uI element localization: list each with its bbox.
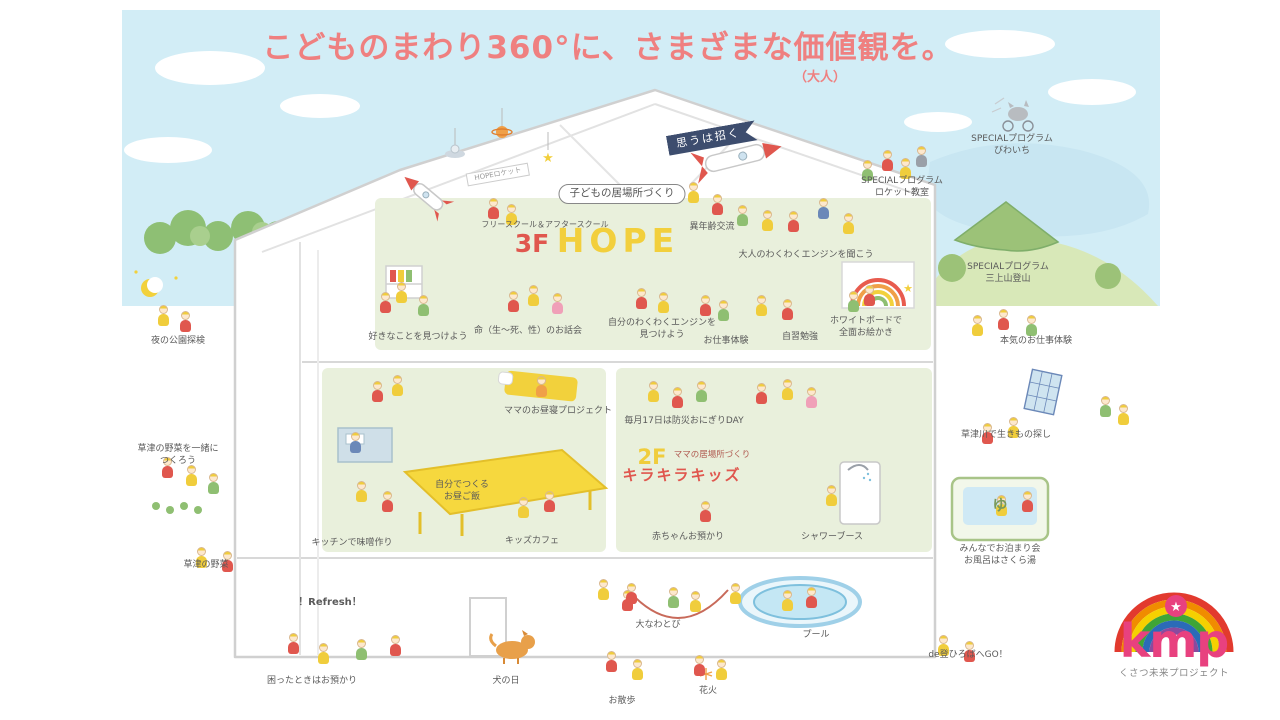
label-refresh: ！Refresh！ [298, 597, 362, 608]
moon-icon [134, 270, 178, 297]
floor3-badge: 子どもの居場所づくり [558, 184, 686, 204]
vegetable-row [152, 502, 202, 514]
star-icon: ★ [1170, 600, 1182, 615]
label-jibun-gohan: 自分でつくる お昼ご飯 [435, 480, 489, 502]
label-inenrei: 異年齢交流 [689, 222, 735, 232]
label-kitchen-miso: キッチンで味噌作り [311, 538, 393, 548]
dog-icon [489, 630, 535, 664]
hanging-decorations: ★ [445, 108, 554, 166]
label-bousai: 毎月17日は防災おにぎりDAY [624, 416, 744, 426]
special-program-rocket: SPECIALプログラム ロケット教室 [861, 176, 943, 198]
rainbow-drawing: ★ [841, 261, 915, 309]
label-sukina-koto: 好きなことを見つけよう [368, 332, 468, 342]
special-program-biwaichi: SPECIALプログラム びわいち [971, 134, 1053, 156]
floor3-number: 3F [514, 229, 550, 258]
label-shower: シャワーブース [800, 532, 864, 542]
sparkler-icon [699, 668, 713, 680]
lake [926, 143, 1150, 237]
kmp-star-badge [1165, 595, 1187, 617]
poster-title: こどものまわり360°に、さまざまな価値観を。 [262, 30, 954, 66]
clouds [124, 30, 1136, 163]
label-jibun-engine: 自分のわくわくエンジンを 見つけよう [607, 318, 717, 340]
mountain-mikami [953, 201, 1060, 252]
label-jishu: 自習勉強 [781, 332, 819, 342]
hill-right [918, 237, 1158, 306]
label-pool: プール [802, 630, 830, 640]
label-inochi: 命（生～死、性）のお話会 [473, 326, 583, 336]
special-program-mikami: SPECIALプログラム 三上山登山 [967, 262, 1049, 284]
kitchen-counter [337, 427, 393, 463]
label-hanabi: 花火 [698, 686, 718, 696]
floor2-name: キラキラキッズ [622, 466, 742, 484]
pool [738, 576, 862, 628]
label-kusatsugawa: 草津川で生きもの探し [960, 430, 1052, 440]
bookshelf [385, 265, 423, 299]
floor3-subtitle: フリースクール＆アフタースクール [481, 220, 609, 229]
label-honki: 本気のお仕事体験 [999, 336, 1073, 346]
kmp-logo-text: kmp [1119, 614, 1229, 668]
label-mama-hirune: ママのお昼寝プロジェクト [503, 406, 613, 416]
floor2-subtitle: ママの居場所づくり [673, 450, 751, 460]
label-kids-cafe: キッズカフェ [504, 536, 560, 546]
label-yoru-koen: 夜の公園探検 [150, 336, 206, 346]
label-otona-engine: 大人のわくわくエンジンを聞こう [738, 250, 874, 260]
rocket-left-icon [404, 176, 455, 222]
label-yu-sign: ゆ [992, 496, 1008, 514]
label-yasai-issho: 草津の野菜を一緒に つくろう [137, 444, 219, 466]
label-inu-no-hi: 犬の日 [492, 676, 520, 686]
shower-booth [839, 461, 881, 525]
floor2-number: 2F [637, 445, 667, 469]
label-oshigoto: お仕事体験 [703, 336, 749, 346]
rocket-right-icon [690, 142, 782, 184]
poster-title-note: （大人） [793, 70, 847, 85]
svg-text:★: ★ [903, 282, 913, 295]
label-osanpo: お散歩 [608, 696, 636, 706]
label-oonawatobi: 大なわとび [635, 620, 681, 630]
label-akachan: 赤ちゃんお預かり [651, 532, 725, 542]
fishing-net-icon [1023, 368, 1063, 416]
label-whiteboard: ホワイトボードで 全面お絵かき [829, 316, 903, 338]
label-nobori: de登ひろばへGO！ [928, 650, 1008, 660]
kmp-logo-rainbow: ★ [1114, 592, 1234, 669]
dining-table [402, 448, 609, 536]
label-komatta: 困ったときはお預かり [266, 676, 358, 686]
kmp-logo-tagline: くさつ未来プロジェクト [1118, 668, 1230, 679]
jump-rope [627, 589, 729, 619]
label-otomari: みんなでお泊まり会 お風呂はさくら湯 [959, 544, 1041, 566]
label-kusatsu-yasai: 草津の野菜 [183, 560, 229, 570]
cat-bicycle-icon [991, 97, 1034, 132]
floor3-name: HOPE [556, 221, 680, 260]
svg-text:★: ★ [542, 151, 554, 166]
